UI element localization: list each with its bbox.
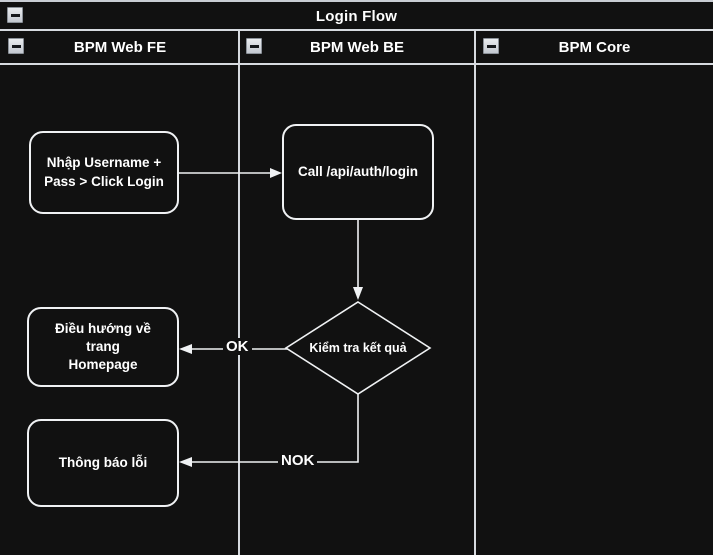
pool-title-label: Login Flow bbox=[315, 7, 398, 25]
edge-label-ok: OK bbox=[223, 338, 252, 355]
node-redirect-homepage[interactable]: Điều hướng về trang Homepage bbox=[27, 307, 179, 387]
pool-collapse-icon[interactable] bbox=[7, 7, 23, 23]
node-label: Thông báo lỗi bbox=[58, 454, 148, 470]
lane-collapse-icon-bpm-web-be[interactable] bbox=[246, 38, 262, 54]
lane-header-label: BPM Web FE bbox=[73, 38, 167, 56]
edge-check-nok bbox=[176, 378, 372, 478]
lane-header-label: BPM Core bbox=[558, 38, 631, 56]
pool-title-bar: Login Flow bbox=[0, 2, 713, 30]
edge-call-to-check bbox=[348, 218, 370, 304]
lane-header-label: BPM Web BE bbox=[310, 38, 404, 56]
node-label: Điều hướng về trang Homepage bbox=[55, 320, 151, 373]
lane-collapse-icon-bpm-core[interactable] bbox=[483, 38, 499, 54]
lane-header-bpm-core[interactable]: BPM Core bbox=[476, 31, 713, 63]
lane-separator-2 bbox=[474, 31, 476, 555]
node-input-credentials[interactable]: Nhập Username + Pass > Click Login bbox=[29, 131, 179, 214]
lane-separator-1 bbox=[238, 31, 240, 555]
edge-input-to-call bbox=[178, 160, 288, 186]
node-label: Call /api/auth/login bbox=[297, 163, 418, 179]
lane-collapse-icon-bpm-web-fe[interactable] bbox=[8, 38, 24, 54]
top-highlight-strip bbox=[0, 0, 713, 2]
node-label: Nhập Username + Pass > Click Login bbox=[44, 155, 164, 189]
lane-header-divider bbox=[0, 63, 713, 65]
lane-header-bpm-web-be[interactable]: BPM Web BE bbox=[240, 31, 474, 63]
lane-header-bpm-web-fe[interactable]: BPM Web FE bbox=[2, 31, 238, 63]
pool-title-divider bbox=[0, 29, 713, 31]
node-call-login-api[interactable]: Call /api/auth/login bbox=[282, 124, 434, 220]
node-check-result[interactable]: Kiểm tra kết quả bbox=[284, 300, 432, 396]
edge-label-nok: NOK bbox=[278, 452, 318, 469]
node-show-error[interactable]: Thông báo lỗi bbox=[27, 419, 179, 507]
